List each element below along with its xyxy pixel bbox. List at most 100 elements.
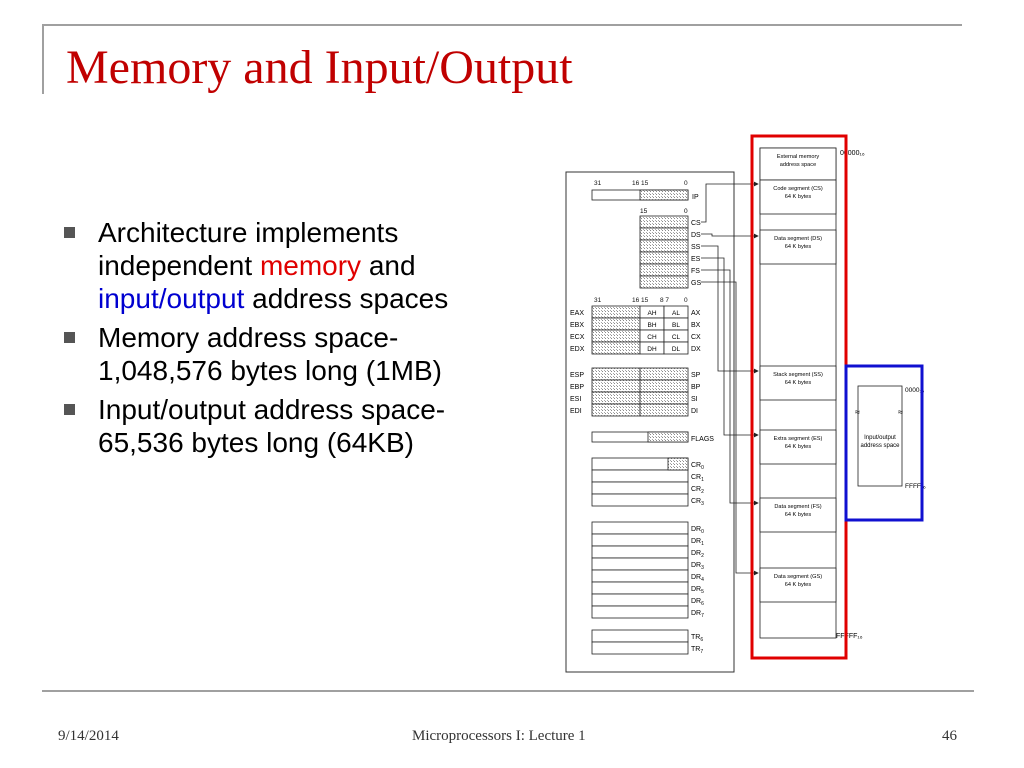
square-bullet-icon	[64, 404, 75, 415]
segment-register-ss	[639, 239, 689, 253]
memory-block-2	[759, 229, 837, 265]
frame-top-rule	[42, 24, 962, 26]
gp-low-byte-al: AL	[672, 310, 680, 317]
gp-low-byte-bl: BL	[672, 322, 680, 329]
debug-register-6	[591, 593, 689, 607]
debug-register-label-3: DR3	[691, 562, 704, 571]
segment-pointer-arrow-4	[701, 269, 759, 506]
memory-block-label-2: Data segment (DS)	[774, 236, 822, 242]
square-bullet-icon	[64, 332, 75, 343]
gp-high-byte-bh: BH	[647, 322, 656, 329]
gp-label-ebx: EBX	[570, 322, 584, 329]
debug-register-label-1: DR1	[691, 538, 704, 547]
memory-block-size-4: 64 K bytes	[785, 444, 812, 450]
debug-register-1	[591, 533, 689, 547]
gp-word-dx: DX	[691, 346, 701, 353]
gp-low-byte-dl: DL	[672, 346, 681, 353]
bullet-item-3: Input/output address space- 65,536 bytes…	[62, 393, 502, 459]
seg-bit-15: 15	[640, 208, 648, 215]
frame-left-rule	[42, 24, 44, 94]
debug-register-label-7: DR7	[691, 610, 704, 619]
debug-register-4	[591, 569, 689, 583]
io-highlight-box	[844, 364, 924, 522]
gp-word-ax: AX	[691, 310, 701, 317]
ptr-register-low-2	[639, 391, 689, 405]
debug-register-7	[591, 605, 689, 619]
ptr-register-high-3	[591, 403, 641, 417]
ip-register-low	[639, 189, 689, 201]
gp-low-byte-cl: CL	[672, 334, 681, 341]
debug-register-label-0: DR0	[691, 526, 704, 535]
ptr-register-high-1	[591, 379, 641, 393]
ptr-label-esp: ESP	[570, 372, 584, 379]
test-register-label-1: TR7	[691, 646, 703, 655]
io-space-box	[857, 385, 903, 487]
gp-high-byte-ah: AH	[647, 310, 656, 317]
bullet-text-1: Architecture implements independent memo…	[98, 217, 448, 314]
control-register-label-0: CR0	[691, 462, 704, 471]
io-end-address: FFFF₁₆	[905, 483, 926, 490]
memory-start-address: 00000₁₆	[840, 150, 865, 157]
io-break-left: ≈	[855, 407, 860, 417]
memory-block-label-0: External memory	[777, 154, 819, 160]
memory-block-label-4: Extra segment (ES)	[774, 436, 823, 442]
control-register-2	[591, 481, 689, 495]
control-register-label-3: CR3	[691, 498, 704, 507]
segment-pointer-arrow-0	[701, 181, 759, 223]
gp-label-edx: EDX	[570, 346, 585, 353]
memory-block-0	[759, 147, 837, 181]
footer-rule	[42, 690, 974, 692]
memory-block-label-1: Code segment (CS)	[773, 186, 823, 192]
ptr-register-low-1	[639, 379, 689, 393]
bullet-text-2: Memory address space- 1,048,576 bytes lo…	[98, 322, 442, 386]
bullet-1-part-1: Architecture implements independent	[98, 217, 399, 281]
ptr-word-sp: SP	[691, 372, 701, 379]
segment-label-ss: SS	[691, 244, 701, 251]
debug-register-2	[591, 545, 689, 559]
ptr-word-si: SI	[691, 396, 698, 403]
control-register-label-2: CR2	[691, 486, 704, 495]
control-register-3	[591, 493, 689, 507]
ptr-label-ebp: EBP	[570, 384, 584, 391]
memory-block-6	[759, 567, 837, 603]
memory-block-4	[759, 429, 837, 465]
gp-register-high-1	[591, 317, 641, 331]
highlight-input-output: input/output	[98, 283, 245, 314]
test-register-0	[591, 629, 689, 643]
gp-label-ecx: ECX	[570, 334, 585, 341]
memory-block-label-3: Stack segment (SS)	[773, 372, 823, 378]
debug-register-label-6: DR6	[691, 598, 704, 607]
io-start-address: 0000₁₆	[905, 387, 925, 394]
memory-block-size-2: 64 K bytes	[785, 244, 812, 250]
square-bullet-icon	[64, 227, 75, 238]
memory-block-size-6: 64 K bytes	[785, 582, 812, 588]
bullet-1-part-3: and	[361, 250, 416, 281]
test-register-label-0: TR6	[691, 634, 703, 643]
bullet-item-1: Architecture implements independent memo…	[62, 216, 502, 315]
memory-block-3	[759, 365, 837, 401]
memory-block-size-3: 64 K bytes	[785, 380, 812, 386]
memory-block-5	[759, 497, 837, 533]
segment-register-cs	[639, 215, 689, 229]
segment-label-es: ES	[691, 256, 701, 263]
highlight-memory: memory	[259, 250, 362, 281]
ptr-register-high-0	[591, 367, 641, 381]
slide-title: Memory and Input/Output	[66, 41, 573, 94]
test-register-1	[591, 641, 689, 655]
register-panel	[565, 171, 735, 673]
segment-pointer-arrow-2	[701, 245, 759, 374]
segment-register-es	[639, 251, 689, 265]
bullet-list: Architecture implements independent memo…	[62, 216, 502, 465]
bit-label-31: 31	[594, 180, 602, 187]
segment-register-ds	[639, 227, 689, 241]
flags-register-low	[647, 431, 689, 443]
gp-word-bx: BX	[691, 322, 701, 329]
ptr-word-di: DI	[691, 408, 698, 415]
debug-register-label-4: DR4	[691, 574, 704, 583]
bit-label-16-15: 16 15	[632, 180, 649, 187]
memory-block-label-5: Data segment (FS)	[774, 504, 821, 510]
gp-bit-8-7: 8 7	[660, 297, 669, 304]
ptr-register-high-2	[591, 391, 641, 405]
gp-high-byte-ch: CH	[647, 334, 657, 341]
